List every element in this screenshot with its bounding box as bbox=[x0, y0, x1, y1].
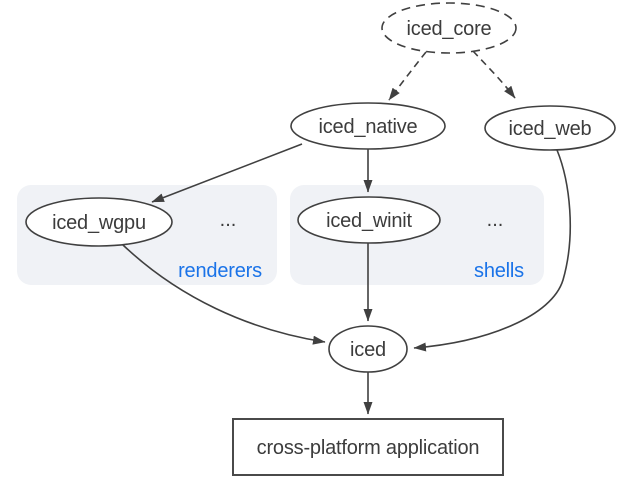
node-cross-platform-application-label: cross-platform application bbox=[257, 437, 480, 459]
node-iced-wgpu: iced_wgpu bbox=[25, 197, 173, 247]
edge-iced_native-to-iced_wgpu bbox=[151, 143, 303, 203]
node-iced-winit: iced_winit bbox=[297, 196, 441, 244]
node-iced-web-shape bbox=[484, 105, 616, 151]
group-renderers-ellipsis: ... bbox=[220, 209, 237, 231]
node-iced-winit-shape bbox=[297, 196, 441, 244]
node-cross-platform-application-shape bbox=[232, 418, 504, 476]
node-iced-core: iced_core bbox=[381, 2, 517, 54]
group-shells-ellipsis: ... bbox=[487, 209, 504, 231]
edge-iced_core-to-iced_native bbox=[388, 51, 427, 101]
node-iced-wgpu-shape bbox=[25, 197, 173, 247]
node-iced-native-shape bbox=[290, 102, 446, 150]
node-iced: iced bbox=[328, 325, 408, 373]
edges bbox=[122, 50, 572, 415]
edge-iced_web-to-iced bbox=[413, 149, 572, 352]
group-shells-label: shells bbox=[474, 260, 524, 282]
node-iced-native: iced_native bbox=[290, 102, 446, 150]
node-iced-wgpu-label: iced_wgpu bbox=[52, 212, 146, 234]
node-iced-core-label: iced_core bbox=[407, 18, 492, 40]
node-iced-shape bbox=[328, 325, 408, 373]
node-cross-platform-application: cross-platform application bbox=[232, 418, 504, 476]
edge-iced_wgpu-to-iced bbox=[122, 244, 326, 345]
group-renderers-label: renderers bbox=[178, 260, 262, 282]
node-iced-winit-label: iced_winit bbox=[326, 210, 412, 232]
node-iced-web-label: iced_web bbox=[509, 118, 592, 140]
node-iced-label: iced bbox=[350, 339, 386, 361]
node-iced-native-label: iced_native bbox=[319, 116, 418, 138]
node-iced-web: iced_web bbox=[484, 105, 616, 151]
node-iced-core-shape bbox=[381, 2, 517, 54]
edge-iced_core-to-iced_web bbox=[472, 50, 516, 99]
